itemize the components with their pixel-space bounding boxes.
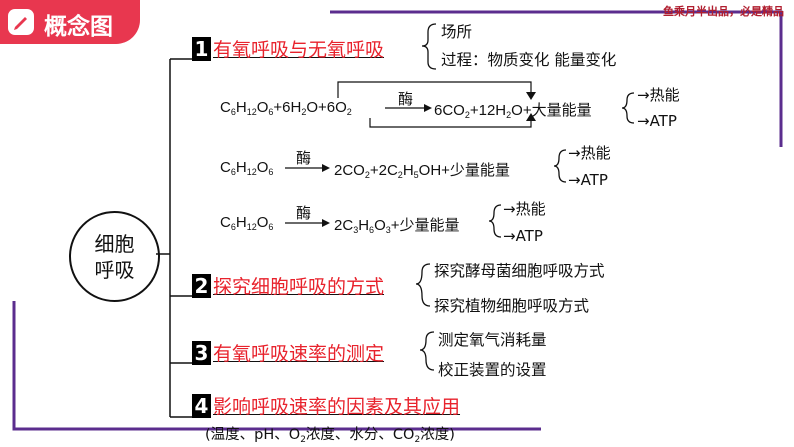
eq2-energy-atp: →ATP: [568, 171, 608, 189]
branch-1-number: 1: [192, 37, 211, 61]
eq3-enzyme: 酶: [296, 204, 312, 222]
branch-3-number: 3: [192, 341, 211, 365]
eq1-energy-atp: →ATP: [637, 112, 677, 130]
branch-4-factors-note: (温度、pH、O2浓度、水分、CO2浓度): [205, 427, 455, 445]
pencil-icon: [8, 9, 34, 35]
brace-1: [421, 23, 437, 70]
brace-eq2: [553, 149, 567, 183]
header-title: 概念图: [44, 14, 113, 40]
branch-3-title: 有氧呼吸速率的测定: [213, 343, 385, 365]
brace-3: [419, 331, 435, 371]
eq2-products: 2CO2+2C2H5OH+少量能量: [334, 162, 510, 180]
branch-4-number: 4: [192, 394, 211, 418]
eq3-products: 2C3H6O3+少量能量: [334, 217, 460, 235]
eq2-energy-heat: →热能: [568, 144, 611, 162]
eq1-reactants: C6H12O6+6H2O+6O2: [220, 99, 352, 117]
eq1-energy-heat: →热能: [637, 86, 680, 104]
brace-2: [415, 263, 431, 307]
o2-bracket-line: [337, 81, 532, 98]
branch-1-sub-location: 场所: [441, 23, 473, 41]
eq3-arrowhead: [322, 219, 330, 227]
branch-3-sub-oxygen: 测定氧气消耗量: [438, 331, 547, 349]
frame-line-top-right: [330, 10, 783, 147]
branch-1-title: 有氧呼吸与无氧呼吸: [213, 39, 385, 61]
eq1-products: 6CO2+12H2O+大量能量: [434, 102, 592, 120]
eq3-reactants: C6H12O6: [220, 214, 274, 232]
eq2-arrowhead: [322, 164, 330, 172]
branch-3-sub-calibration: 校正装置的设置: [438, 361, 547, 379]
o2-bracket-arrowhead: [526, 92, 536, 100]
branch-4-title: 影响呼吸速率的因素及其应用: [213, 396, 461, 418]
brace-eq3: [488, 204, 502, 238]
brace-eq1: [621, 92, 635, 124]
eq1-arrowhead: [424, 104, 432, 112]
branch-2-sub-plant: 探究植物细胞呼吸方式: [434, 297, 590, 315]
branch-1-sub-process: 过程：物质变化 能量变化: [441, 51, 617, 69]
h2o-bracket-arrowhead: [526, 113, 536, 121]
branch-2-sub-yeast: 探究酵母菌细胞呼吸方式: [434, 262, 605, 280]
eq3-energy-heat: →热能: [503, 200, 546, 218]
branch-2-title: 探究细胞呼吸的方式: [213, 276, 385, 298]
branch-2-number: 2: [192, 274, 211, 298]
center-node: 细胞呼吸: [69, 211, 160, 302]
eq2-reactants: C6H12O6: [220, 159, 274, 177]
h2o-bracket-line: [369, 118, 532, 128]
frame-line-bottom-left: [12, 301, 541, 431]
watermark: 鱼乘月半出品，必是精品: [663, 5, 784, 18]
center-label: 细胞呼吸: [94, 231, 135, 282]
eq1-enzyme: 酶: [398, 90, 414, 108]
eq3-energy-atp: →ATP: [503, 227, 543, 245]
eq2-enzyme: 酶: [296, 149, 312, 167]
